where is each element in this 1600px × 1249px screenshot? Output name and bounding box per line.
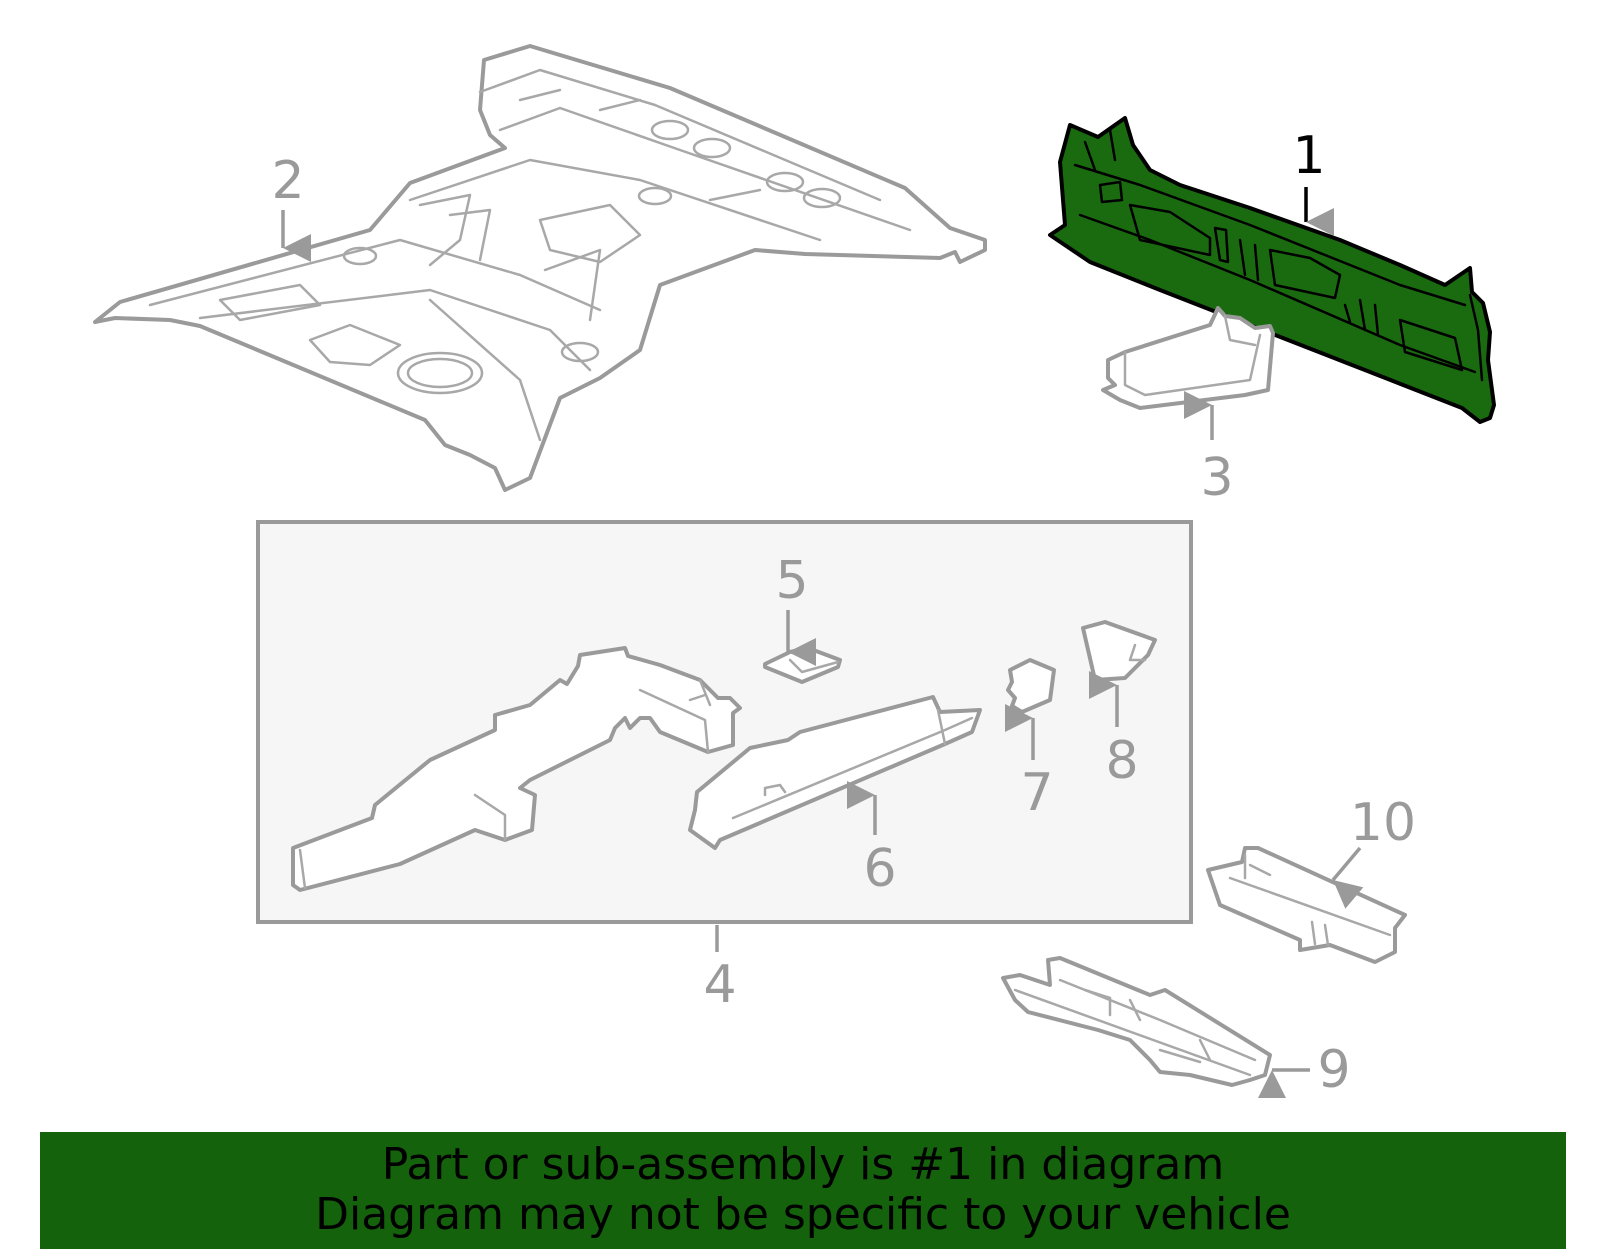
part-9-crossmember[interactable] (1001, 956, 1272, 1087)
callout-3[interactable]: 3 (1200, 448, 1233, 508)
part-3-bracket[interactable] (1101, 306, 1275, 410)
callout-1[interactable]: 1 (1292, 126, 1325, 186)
callout-4[interactable]: 4 (703, 955, 736, 1015)
banner-line-1: Part or sub-assembly is #1 in diagram (381, 1139, 1225, 1190)
callout-8[interactable]: 8 (1105, 731, 1138, 791)
callout-7[interactable]: 7 (1020, 763, 1053, 823)
callout-5[interactable]: 5 (775, 551, 808, 611)
part-1-rear-panel[interactable] (1048, 116, 1496, 424)
part-2-floor-pan[interactable] (93, 44, 987, 492)
notice-banner: Part or sub-assembly is #1 in diagram Di… (40, 1132, 1566, 1249)
callout-10[interactable]: 10 (1350, 793, 1416, 853)
part-4-rail[interactable] (291, 646, 742, 892)
part-6-member[interactable] (688, 695, 982, 850)
callout-9[interactable]: 9 (1317, 1040, 1350, 1100)
callout-6[interactable]: 6 (863, 839, 896, 899)
callout-2[interactable]: 2 (271, 151, 304, 211)
part-10-crossmember[interactable] (1206, 846, 1407, 964)
leader-10 (1331, 846, 1364, 909)
banner-line-2: Diagram may not be specific to your vehi… (315, 1189, 1291, 1240)
